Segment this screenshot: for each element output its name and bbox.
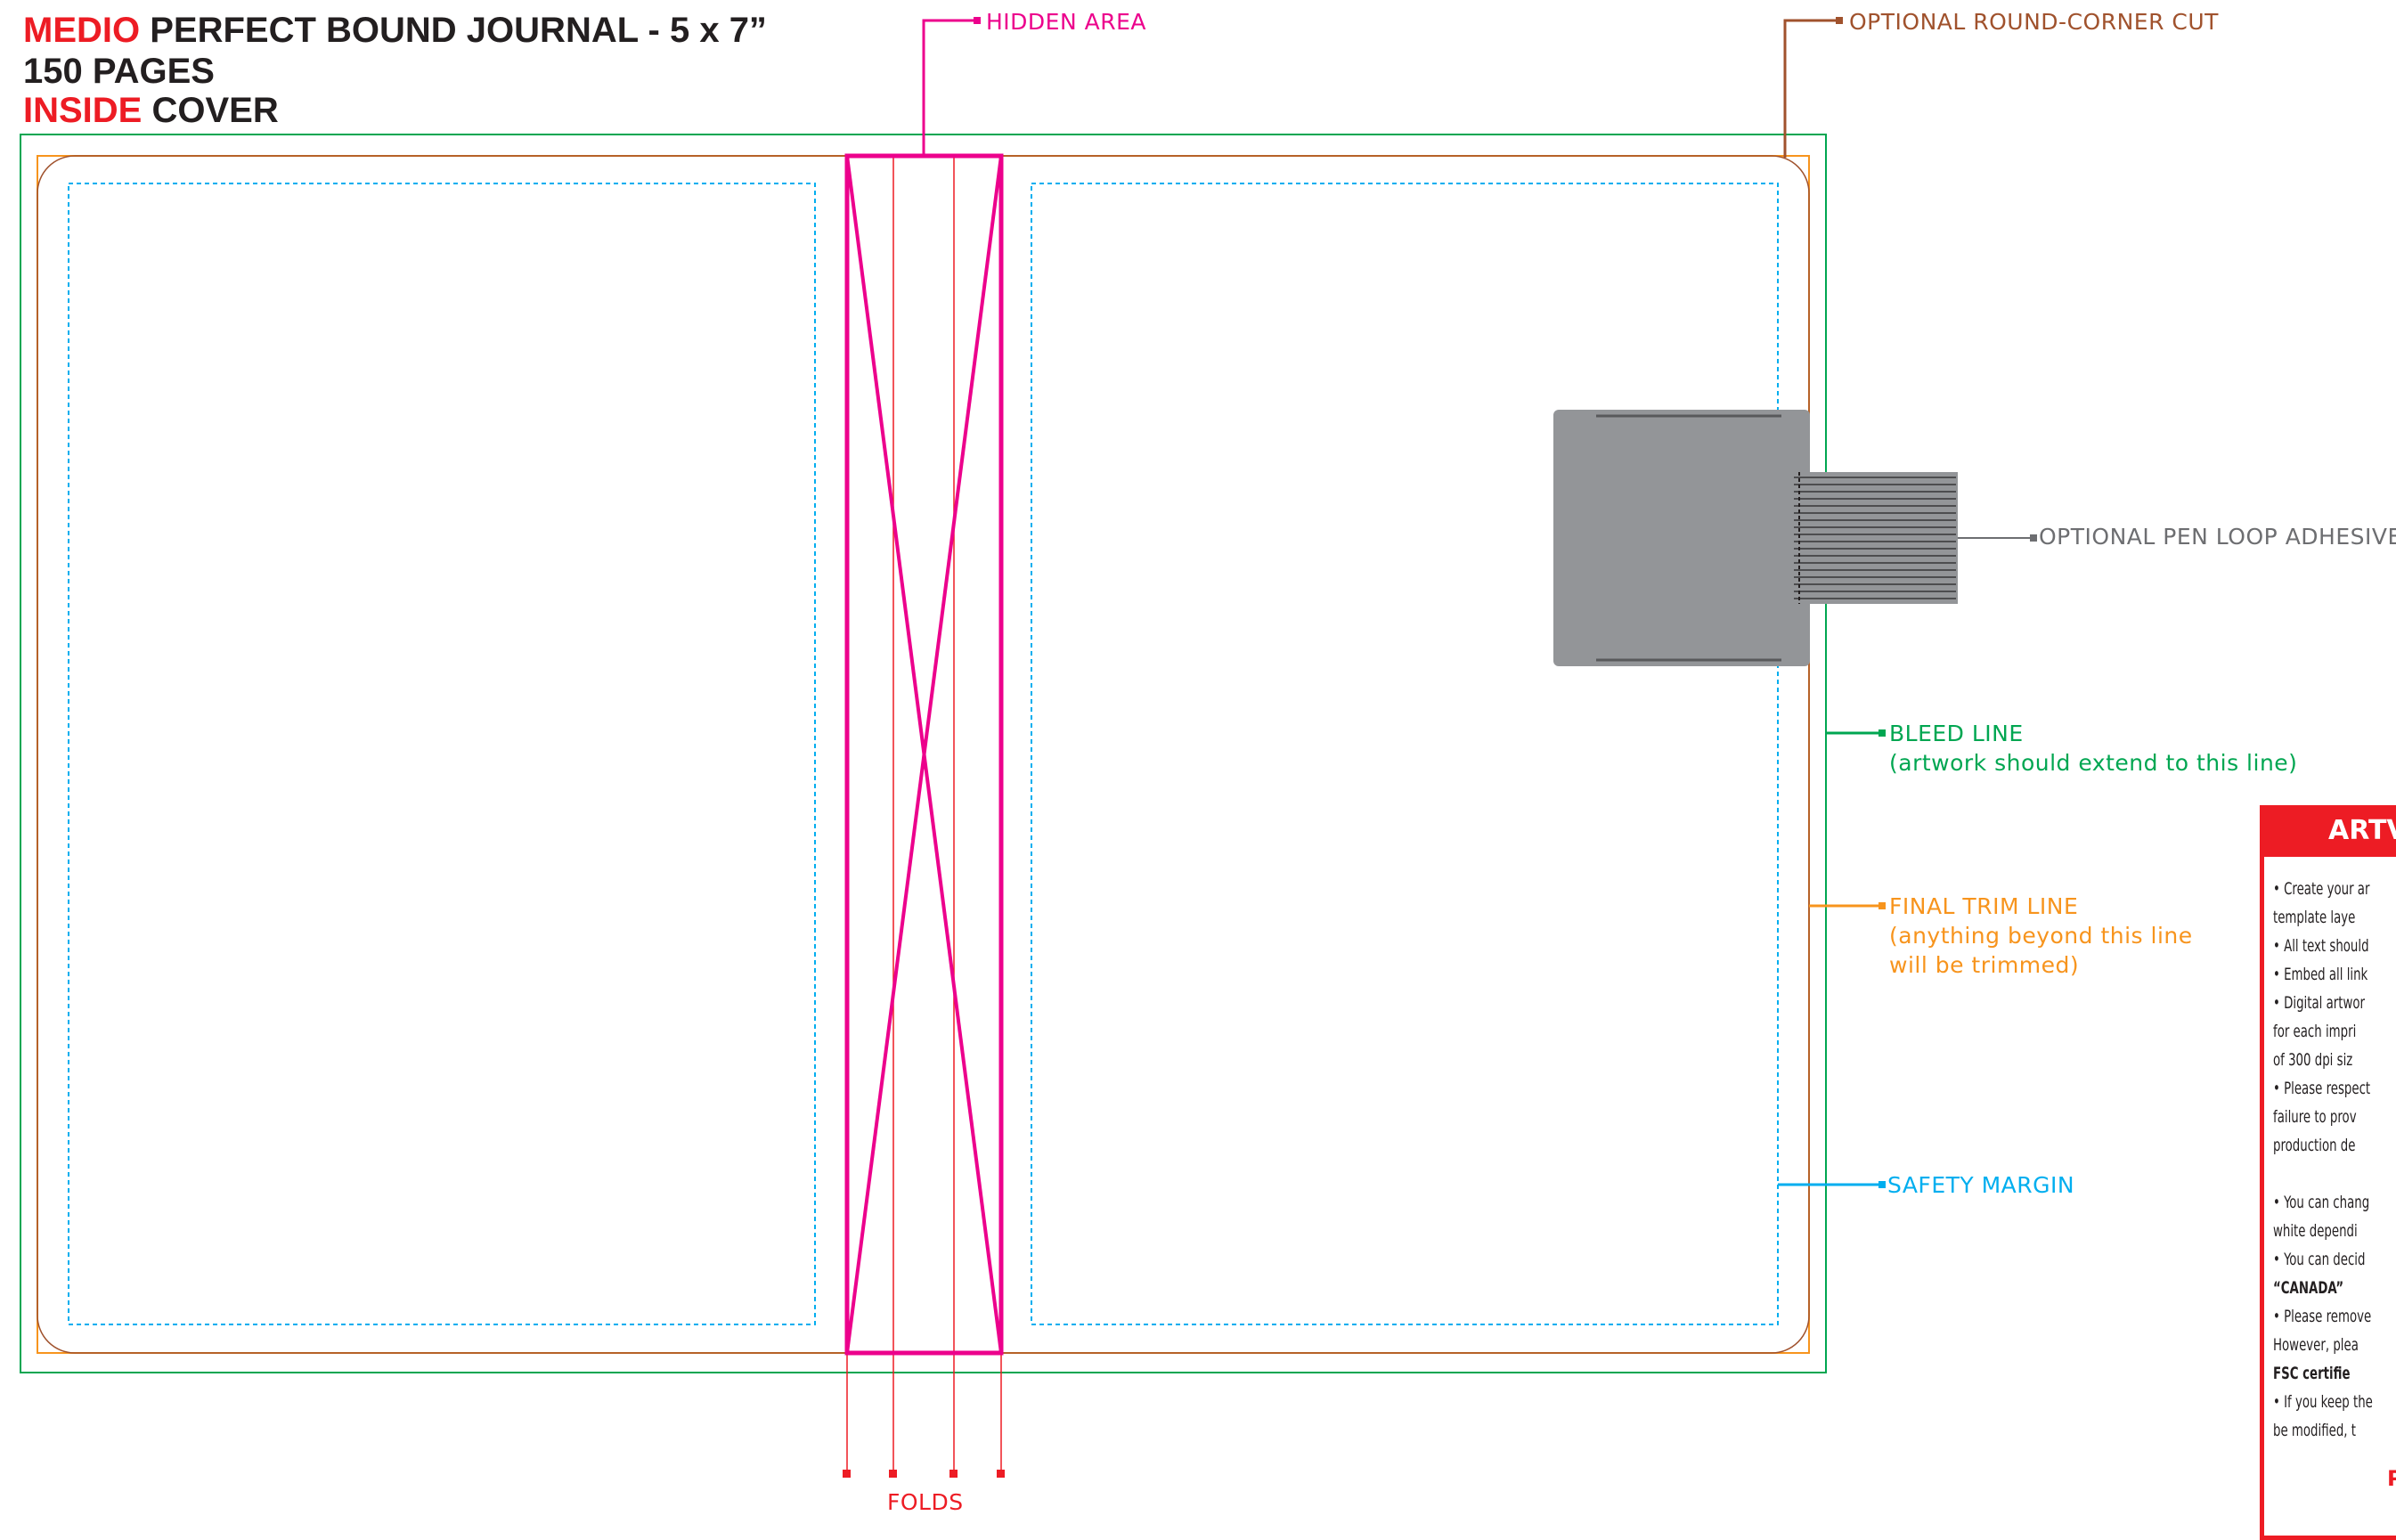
template-title-line3: INSIDE COVER xyxy=(23,91,279,130)
instruction-line: However, plea xyxy=(2273,1335,2359,1355)
folds-label: FOLDS xyxy=(887,1489,964,1515)
hidden-area-leader xyxy=(922,19,977,156)
instruction-line: FSC certifie xyxy=(2273,1364,2351,1383)
instruction-line: template laye xyxy=(2273,908,2356,927)
bleed-line-note: (artwork should extend to this line) xyxy=(1889,750,2298,776)
title-accent: INSIDE xyxy=(23,91,143,130)
round-corner-leader xyxy=(1783,19,1839,158)
pen-loop-pad xyxy=(1553,410,1810,666)
title-accent: MEDIO xyxy=(23,11,141,50)
safety-margin-label: SAFETY MARGIN xyxy=(1887,1172,2075,1198)
panel-footer: P xyxy=(2387,1466,2396,1491)
instruction-line: • Embed all link xyxy=(2273,965,2368,984)
leader-dot xyxy=(1878,1181,1886,1188)
instruction-line: • If you keep the xyxy=(2273,1392,2373,1412)
instruction-line: • You can decid xyxy=(2273,1250,2366,1269)
leader-dot xyxy=(1878,902,1886,909)
panel-heading: ARTV xyxy=(2264,805,2396,857)
trim-line-note: will be trimmed) xyxy=(1889,952,2080,978)
bleed-line-label: BLEED LINE xyxy=(1889,721,2024,746)
instruction-line: • All text should xyxy=(2273,936,2369,956)
instruction-line: for each impri xyxy=(2273,1022,2357,1041)
title-text: COVER xyxy=(142,91,279,130)
instruction-line: • Please remove xyxy=(2273,1307,2372,1326)
instruction-line: • Create your ar xyxy=(2273,879,2370,899)
template-title-line2: 150 PAGES xyxy=(23,52,215,91)
instruction-spacer xyxy=(2273,1160,2396,1188)
artwork-instructions-panel: ARTV • Create your ar template laye • All … xyxy=(2260,805,2396,1540)
instruction-line: • Please respect xyxy=(2273,1079,2371,1098)
instruction-line: white dependi xyxy=(2273,1221,2358,1241)
round-corner-label: OPTIONAL ROUND-CORNER CUT xyxy=(1849,9,2219,35)
fold-marker xyxy=(843,1470,851,1478)
pen-loop-strip xyxy=(1790,472,1958,604)
safety-margin-right xyxy=(1031,183,1779,1325)
leader-dot xyxy=(1878,729,1886,737)
instruction-line: • Digital artwor xyxy=(2273,993,2365,1013)
template-title-line1: MEDIO PERFECT BOUND JOURNAL - 5 x 7” xyxy=(23,11,767,50)
instruction-line: be modified, t xyxy=(2273,1421,2356,1440)
fold-marker xyxy=(949,1470,958,1478)
instruction-line: “CANADA” xyxy=(2273,1278,2344,1298)
hidden-area-cross xyxy=(845,155,1003,1354)
title-text: PERFECT BOUND JOURNAL - 5 x 7” xyxy=(140,11,767,50)
instruction-line: • You can chang xyxy=(2273,1193,2370,1212)
leader-dot xyxy=(974,17,981,24)
leader-dot xyxy=(2030,534,2037,542)
safety-margin-left xyxy=(68,183,816,1325)
hidden-area-label: HIDDEN AREA xyxy=(986,9,1146,35)
fold-marker xyxy=(889,1470,897,1478)
pen-loop-label: OPTIONAL PEN LOOP ADHESIVE xyxy=(2039,524,2396,550)
trim-line-note: (anything beyond this line xyxy=(1889,923,2193,949)
instruction-line: failure to prov xyxy=(2273,1107,2357,1127)
pen-loop-strip-lines xyxy=(1794,477,1956,599)
leader-dot xyxy=(1836,17,1843,24)
trim-line-label: FINAL TRIM LINE xyxy=(1889,893,2079,919)
fold-marker xyxy=(997,1470,1005,1478)
instruction-line: production de xyxy=(2273,1136,2356,1155)
instruction-line: of 300 dpi siz xyxy=(2273,1050,2353,1070)
instruction-list: • Create your ar template laye • All text … xyxy=(2264,857,2396,1445)
